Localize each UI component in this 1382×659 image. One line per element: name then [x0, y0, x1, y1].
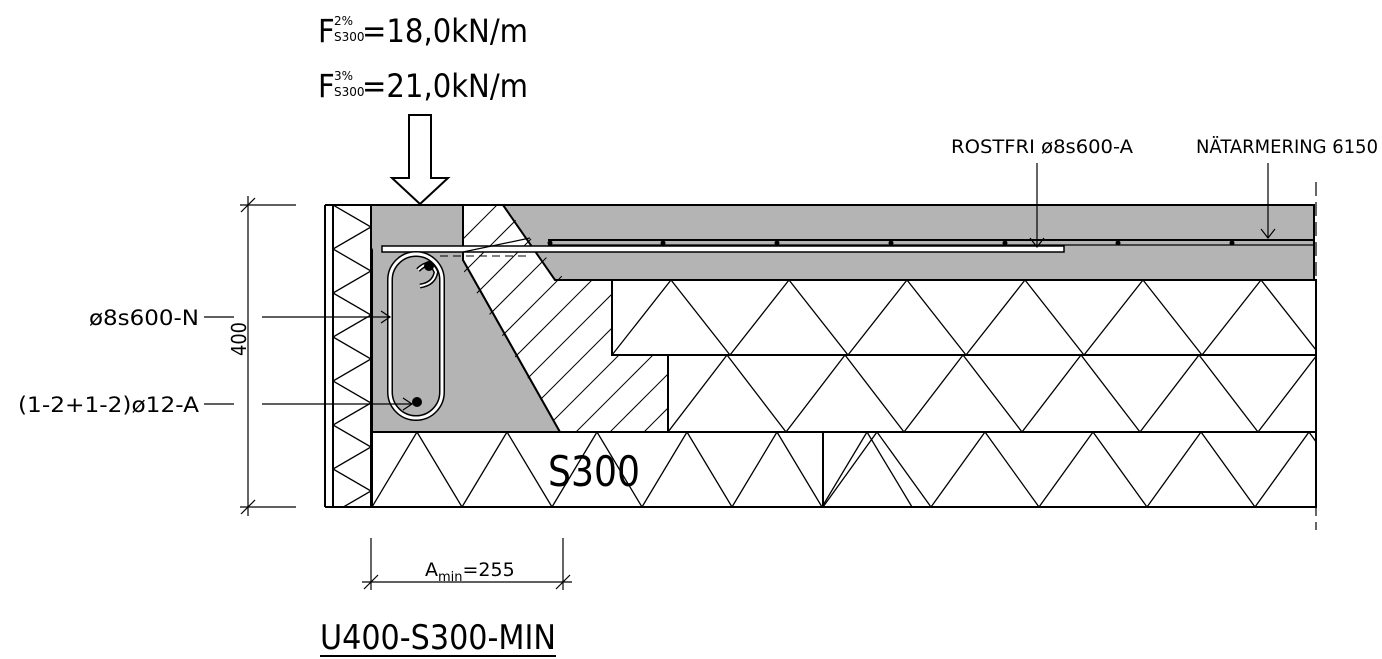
zigzag-row-1 [612, 280, 1316, 355]
insulation-row-1 [611, 279, 1317, 356]
zigzag-line [822, 432, 1316, 507]
zigzag-row-3 [372, 432, 1316, 507]
natarmering-label: NÄTARMERING 6150 [1196, 135, 1378, 158]
mesh-dot [888, 240, 894, 246]
mesh-dot [547, 240, 553, 246]
wedge-hatch-line [463, 205, 537, 432]
insulation-label: S300 [548, 447, 640, 496]
wall-hatch [333, 205, 371, 507]
wedge-hatch-line [567, 205, 668, 432]
load-line-2-sub: S300 [334, 85, 365, 99]
mesh-dot [1002, 240, 1008, 246]
rebar-bottom [412, 397, 422, 407]
mesh-dot [660, 240, 666, 246]
mesh-dot [1229, 240, 1235, 246]
concrete-slab [502, 204, 1315, 281]
zigzag-line [612, 280, 1316, 355]
load-line-1: F=18,0kN/m [318, 12, 528, 50]
detail-title: U400-S300-MIN [320, 618, 556, 658]
amin-label: Amin=255 [425, 559, 515, 585]
mesh-dot [774, 240, 780, 246]
height-dimension-label: 400 [227, 322, 251, 356]
wall-zigzag-line [333, 205, 371, 507]
bars-label: (1-2+1-2)ø12-A [18, 393, 200, 417]
load-line-2-sup: 3% [334, 69, 353, 83]
rostfri-bar [381, 245, 1065, 253]
wedge-hatch-line [463, 205, 571, 432]
load-line-1-sup: 2% [334, 14, 353, 28]
load-line-2: F=21,0kN/m [318, 67, 528, 105]
mesh-dot [1115, 240, 1121, 246]
load-arrow-icon [389, 114, 451, 206]
rostfri-label: ROSTFRI ø8s600-A [951, 136, 1133, 158]
load-line-1-sub: S300 [334, 30, 365, 44]
rebar-top [424, 261, 434, 271]
wedge-hatch-line [601, 205, 668, 432]
mesh-dots [547, 240, 1235, 246]
stirrup-label: ø8s600-N [89, 306, 199, 330]
